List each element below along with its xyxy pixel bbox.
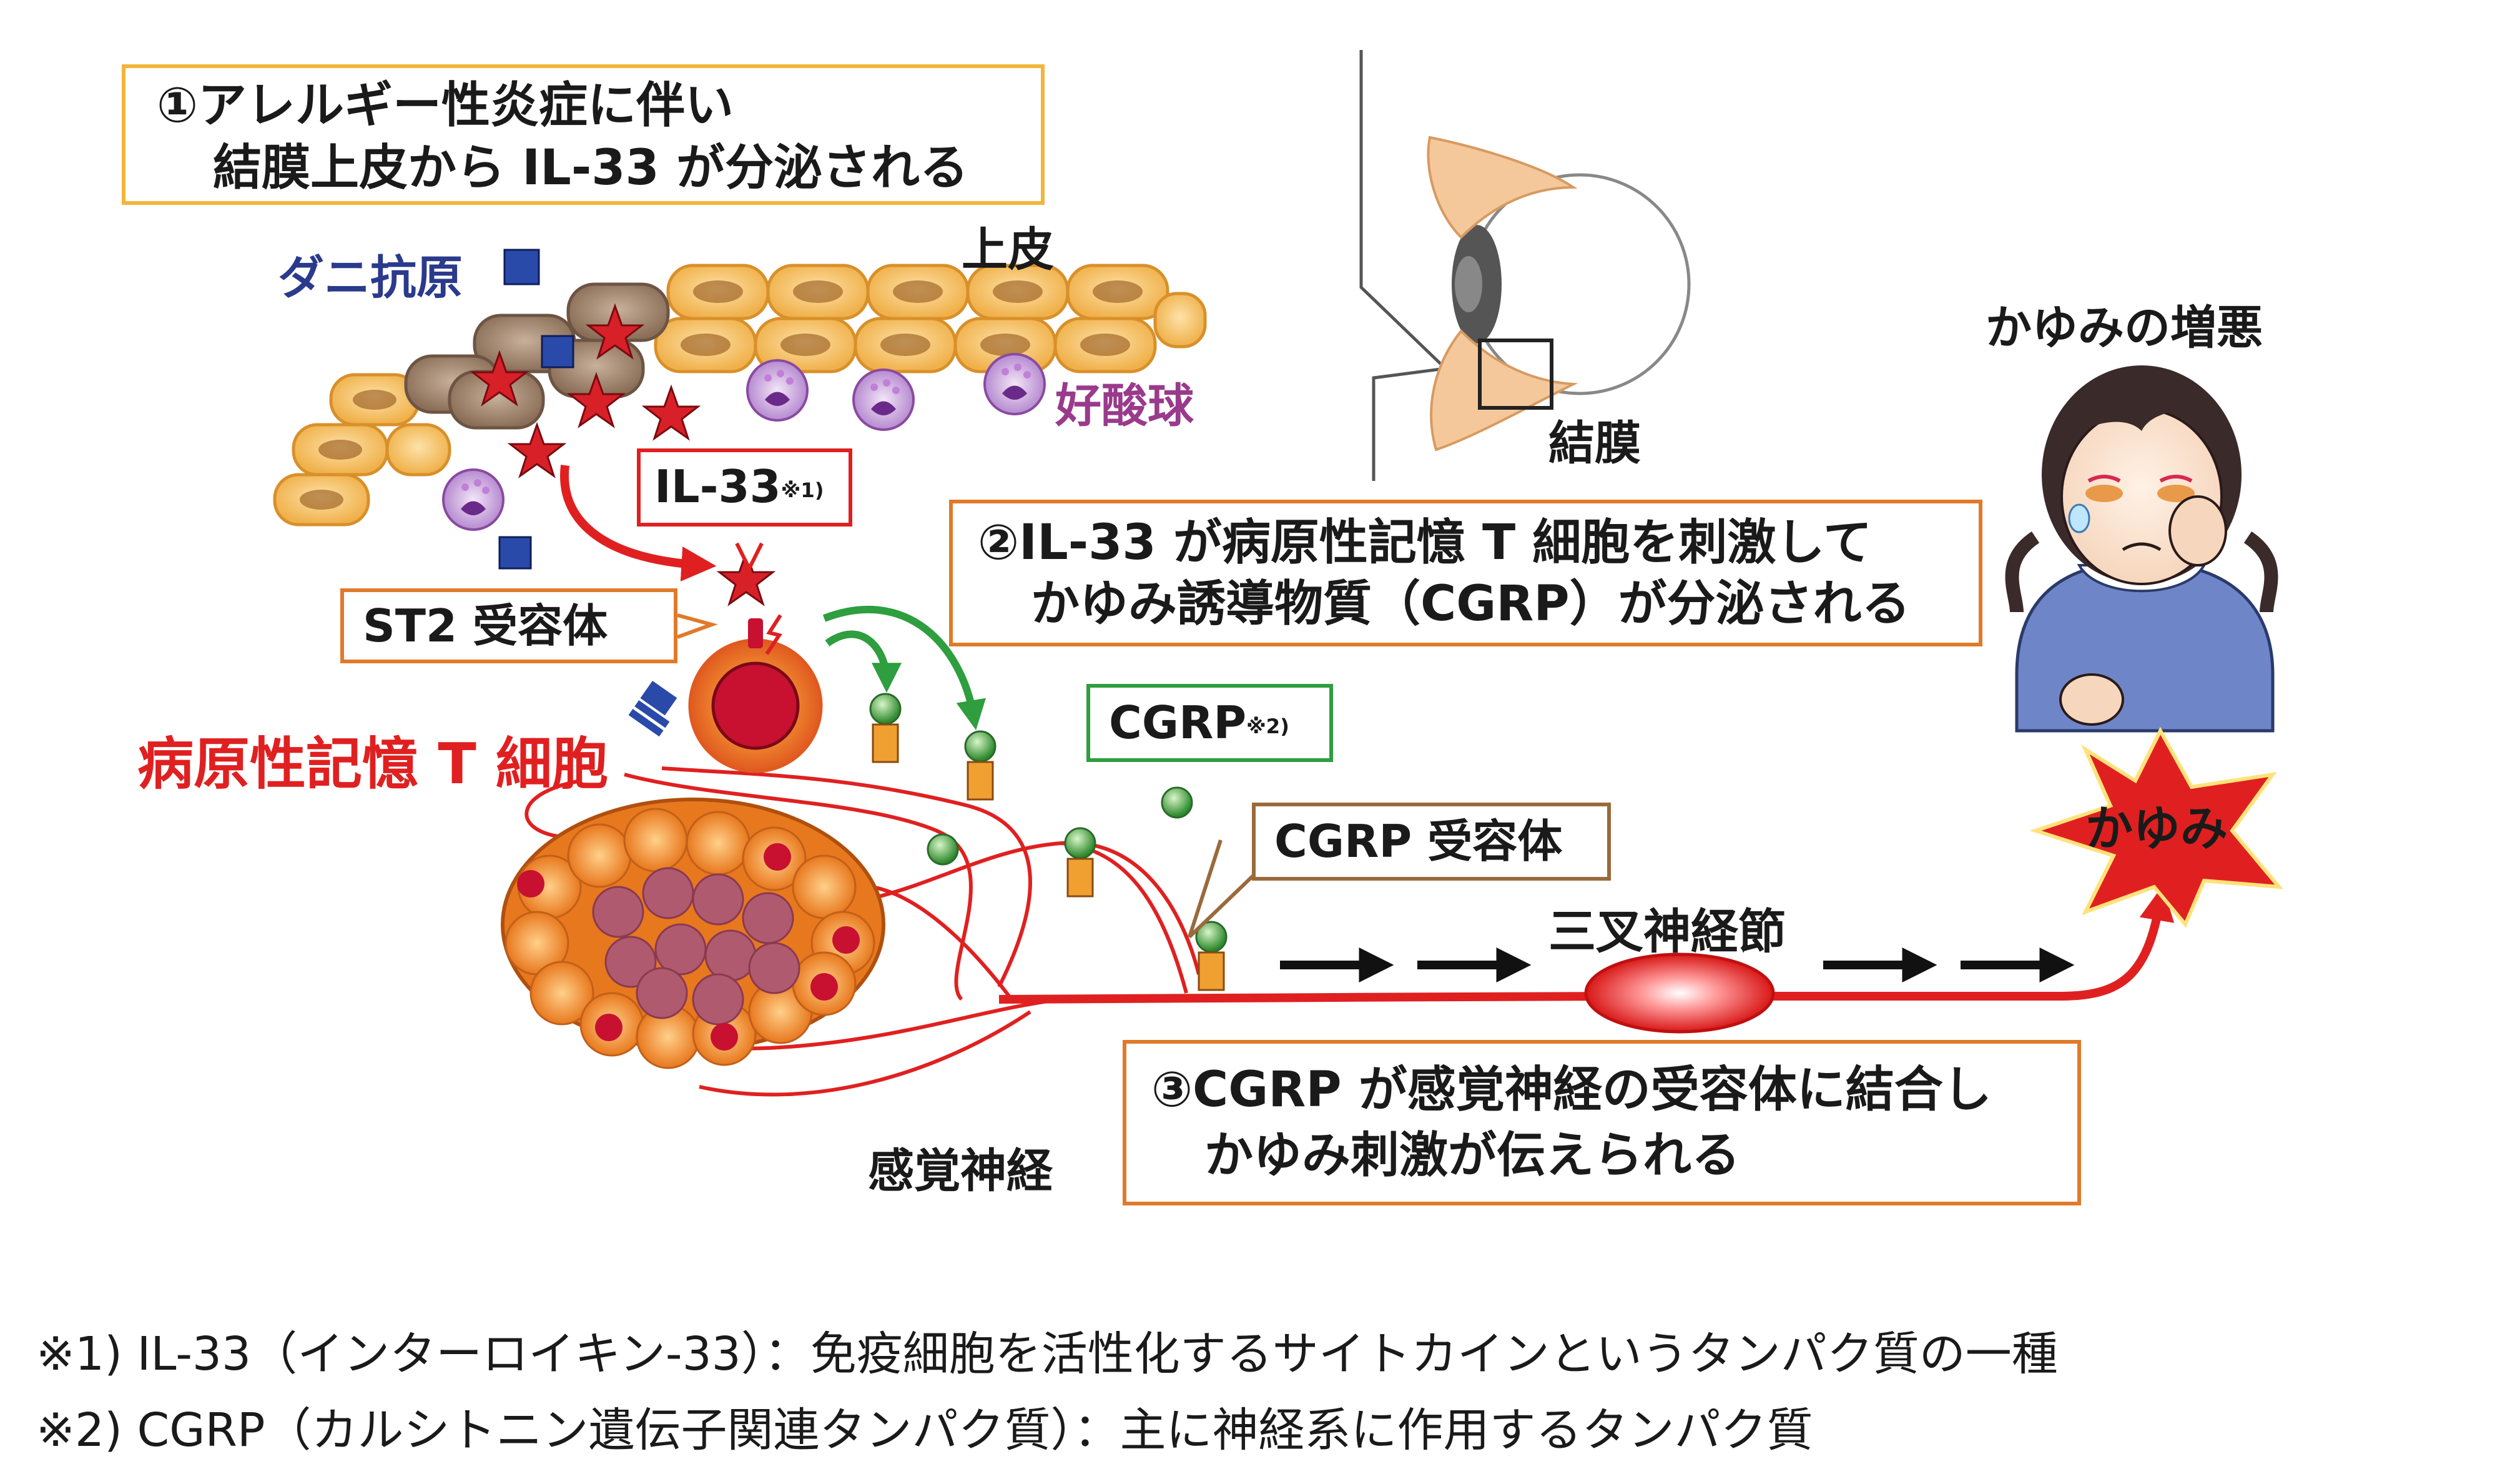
conjunctiva-label: 結膜 (1548, 417, 1641, 470)
epithelium-label: 上皮 (962, 223, 1054, 277)
eye-illustration (1359, 50, 1691, 481)
il33-label-box: IL-33※1) (637, 448, 852, 527)
il33-label: IL-33 (654, 460, 781, 513)
cgrp-release-arrow-1 (825, 630, 902, 693)
cgrp-release-arrow-2 (822, 605, 986, 730)
cgrp-footnote-mark: ※2) (1246, 715, 1289, 738)
sensory-nerve-main (998, 885, 2175, 1004)
footnote-2: ※2) CGRP（カルシトニン遺伝子関連タンパク質）：主に神経系に作用するタンパ… (36, 1403, 1813, 1457)
epithelium-cells (273, 264, 1207, 527)
eosinophils (442, 353, 1046, 531)
step1-line2: 結膜上皮から IL-33 が分泌される (213, 140, 968, 196)
step2-line1: ②IL-33 が病原性記憶 T 細胞を刺激して (978, 515, 1873, 571)
cgrp-receptor-label: CGRP 受容体 (1274, 815, 1563, 868)
girl-illustration (2005, 365, 2278, 733)
cgrp-label-box: CGRP※2) (1086, 684, 1333, 762)
itch-burst (2029, 726, 2283, 928)
memory-t-cell (628, 614, 823, 773)
step3-callout: ③CGRP が感覚神経の受容体に結合し かゆみ刺激が伝えられる (1123, 1040, 2081, 1205)
memory-t-cell-label: 病原性記憶 T 細胞 (137, 731, 609, 797)
cgrp-molecules (869, 693, 1228, 991)
cgrp-label: CGRP (1109, 696, 1247, 749)
st2-receptor-label: ST2 受容体 (363, 600, 608, 652)
step1-callout: ①アレルギー性炎症に伴い 結膜上皮から IL-33 が分泌される (122, 64, 1045, 205)
trigeminal-ganglion-label: 三叉神経節 (1548, 904, 1786, 959)
trigeminal-ganglion (1584, 952, 1775, 1034)
il33-stars (470, 303, 776, 606)
mite-antigen-label: ダニ抗原 (278, 251, 463, 305)
itch-label: かゆみ (2085, 801, 2228, 856)
step1-line1: ①アレルギー性炎症に伴い (157, 77, 734, 134)
footnote-1: ※1) IL-33（インターロイキン-33）：免疫細胞を活性化するサイトカインと… (36, 1327, 2058, 1381)
mite-antigen-squares (498, 249, 574, 570)
il33-arrow (560, 465, 717, 581)
eosinophil-label: 好酸球 (1055, 379, 1194, 433)
sensory-nerve-label: 感覚神経 (868, 1144, 1053, 1198)
st2-receptor-box: ST2 受容体 (340, 588, 677, 663)
cgrp-receptor-box: CGRP 受容体 (1252, 803, 1611, 881)
step3-line2: かゆみ刺激が伝えられる (1204, 1127, 1741, 1184)
callout-pointers (676, 542, 1269, 939)
step2-line2: かゆみ誘導物質（CGRP）が分泌される (1031, 576, 1911, 632)
itch-worse-label: かゆみの増悪 (1986, 301, 2263, 355)
il33-footnote-mark: ※1) (780, 478, 824, 502)
gland-cluster (501, 798, 885, 1069)
step2-callout: ②IL-33 が病原性記憶 T 細胞を刺激して かゆみ誘導物質（CGRP）が分泌… (949, 500, 1982, 646)
step3-line1: ③CGRP が感覚神経の受容体に結合し (1151, 1062, 1992, 1118)
sensory-nerve-fibers (524, 766, 1201, 1097)
